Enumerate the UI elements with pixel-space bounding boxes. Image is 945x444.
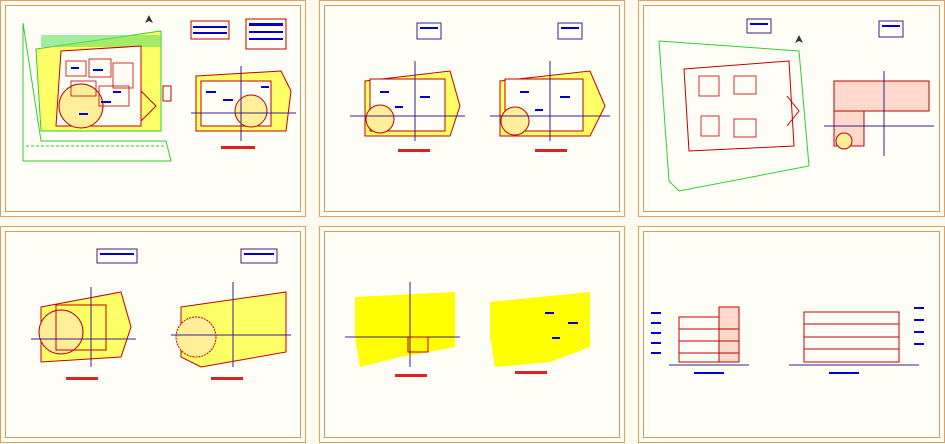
drawing-sheet-5[interactable]: [319, 226, 625, 443]
site-roof-drawing: [658, 18, 934, 192]
north-arrow-icon: [795, 35, 803, 43]
drawing-sheet-2[interactable]: [319, 0, 625, 217]
sheet-border: [324, 231, 620, 438]
sheet-border: [643, 231, 940, 438]
sections-drawing: [651, 306, 924, 374]
drawing-sheet-1[interactable]: [0, 0, 306, 217]
site-plan-drawing: [22, 15, 296, 162]
slab-plans-drawing: [345, 282, 590, 377]
drawing-sheet-6[interactable]: [638, 226, 945, 443]
sheet-border: [643, 5, 940, 212]
drawing-sheet-3[interactable]: [638, 0, 945, 217]
drawing-sheet-4[interactable]: [0, 226, 306, 443]
floor-plans-drawing: [350, 22, 610, 152]
sheet-border: [5, 231, 301, 438]
north-arrow-icon: [145, 15, 153, 23]
upper-floor-plans-drawing: [31, 248, 291, 380]
sheet-border: [324, 5, 620, 212]
sheet-border: [5, 5, 301, 212]
